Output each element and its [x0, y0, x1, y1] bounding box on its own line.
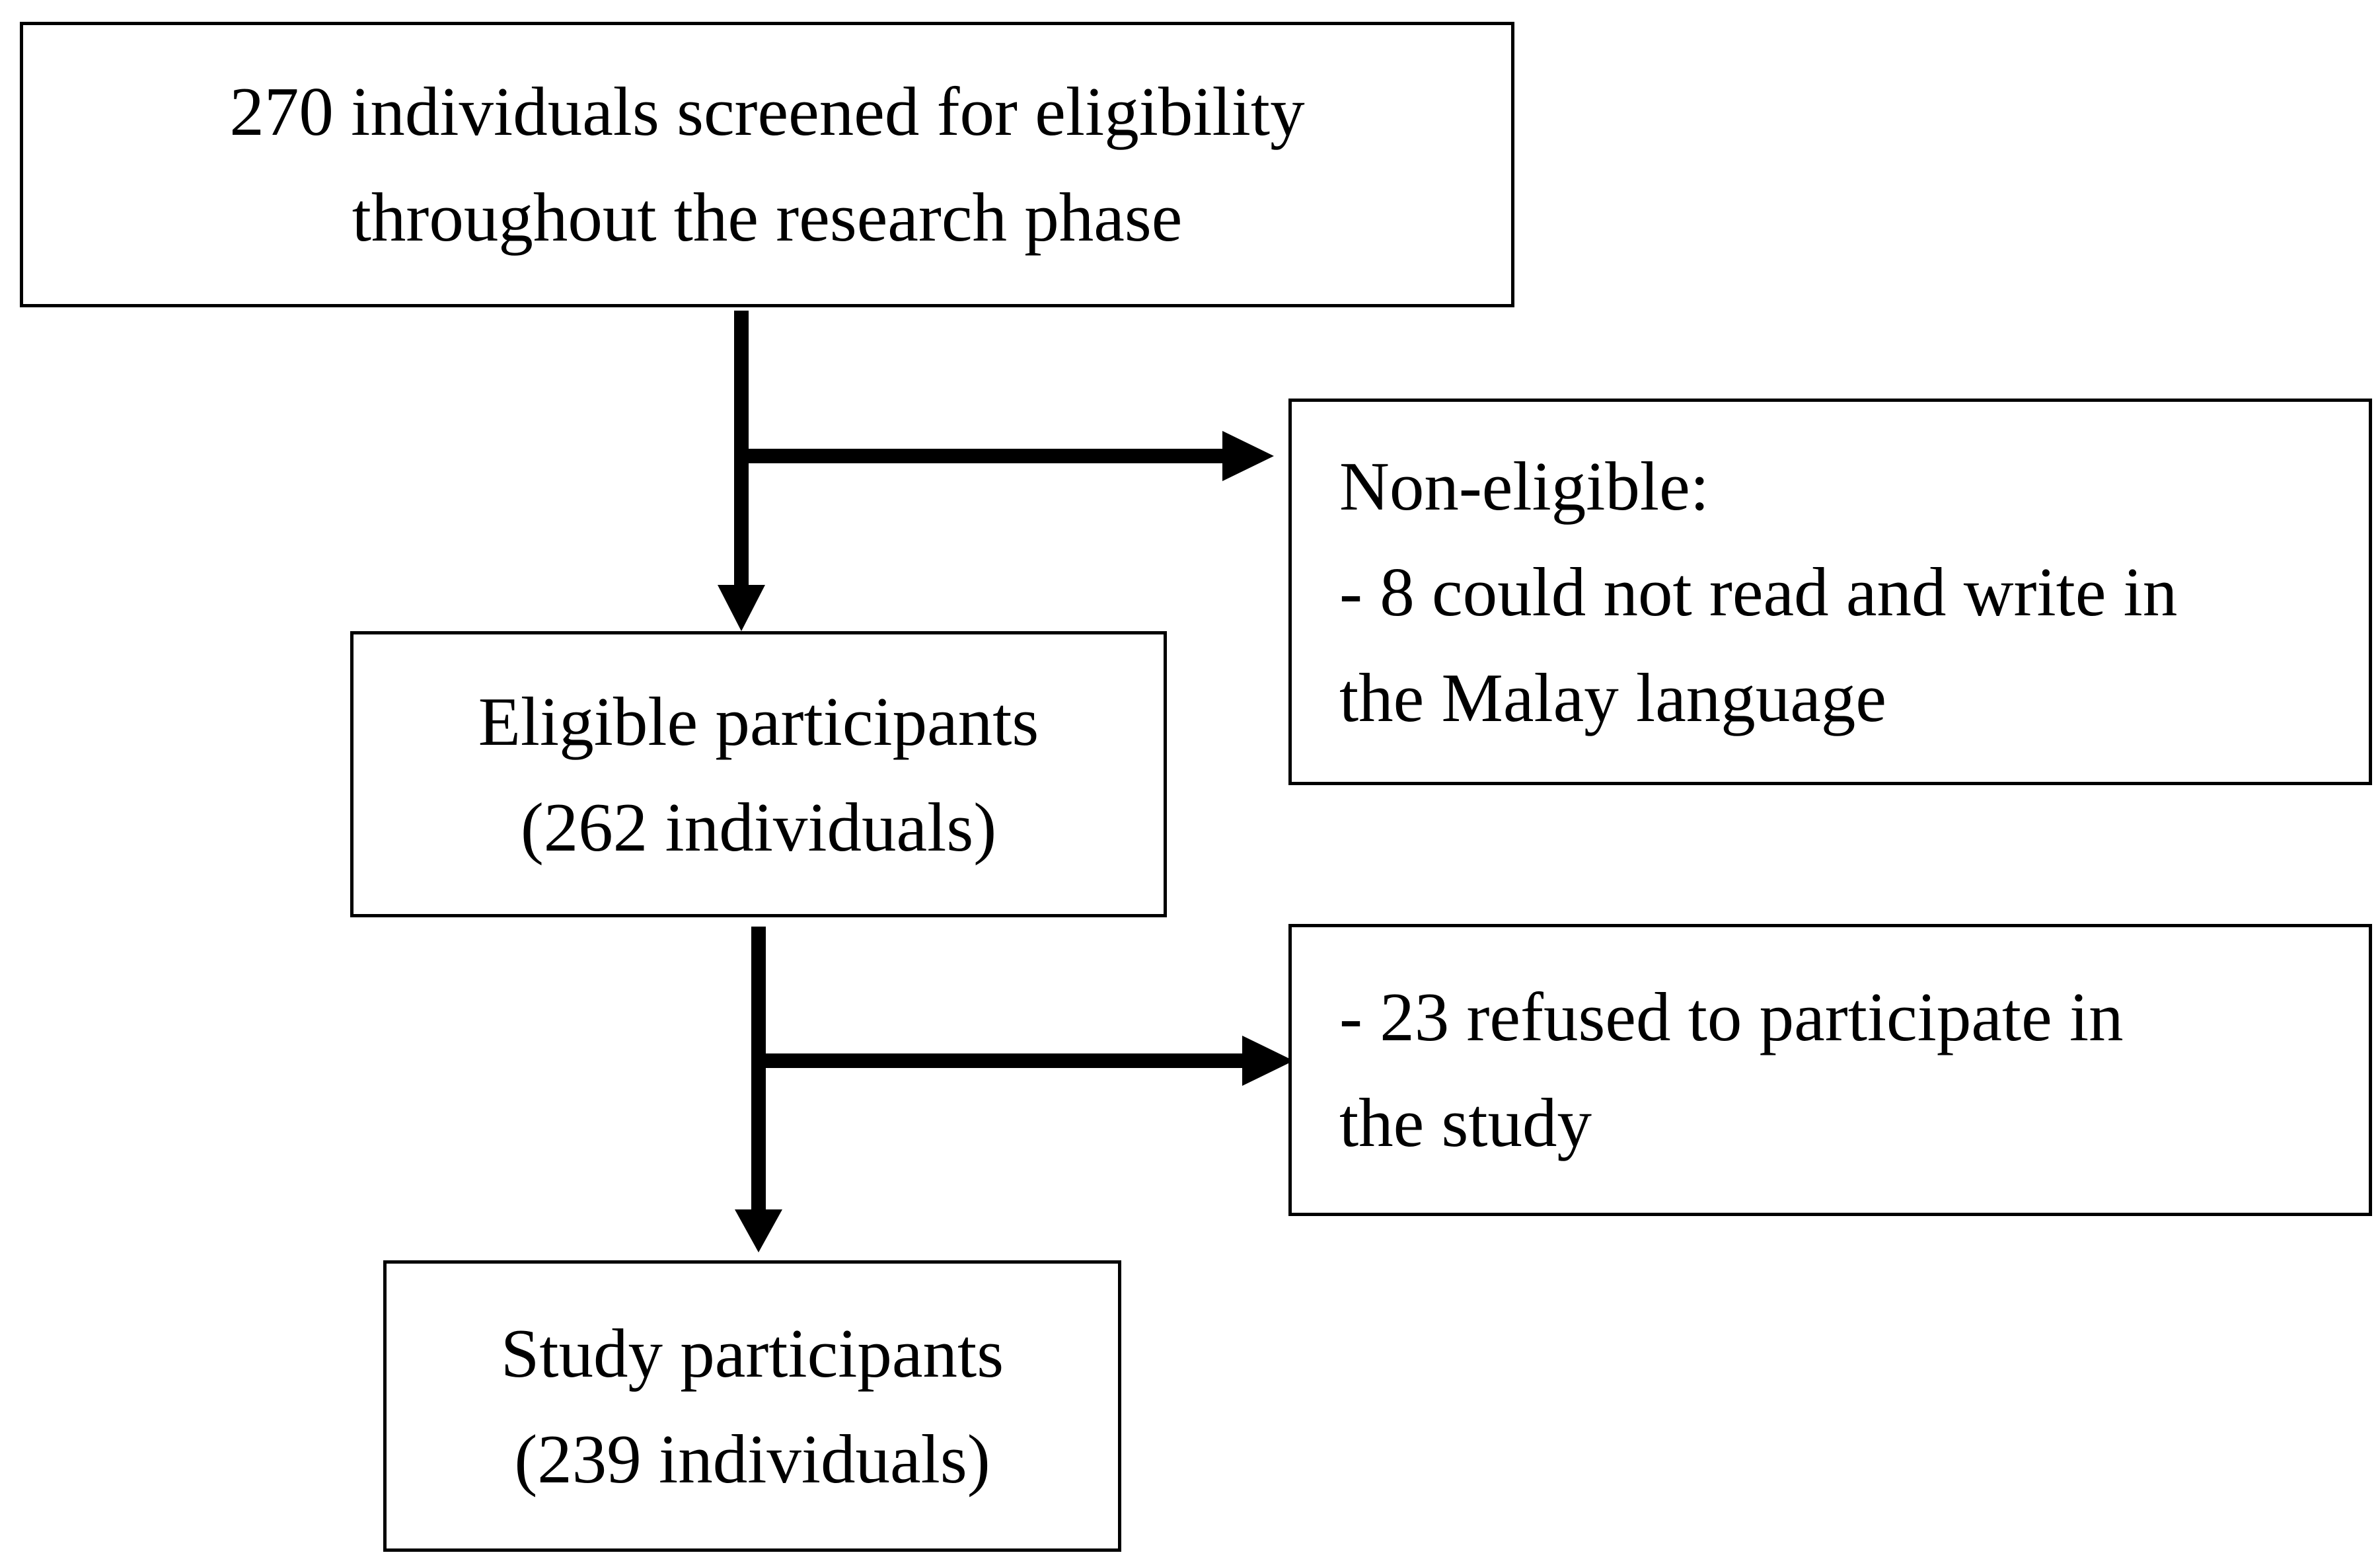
- arrowhead-study: [735, 1209, 782, 1252]
- eligible-box: Eligible participants (262 individuals): [350, 631, 1167, 917]
- eligible-line-1: Eligible participants: [478, 682, 1039, 760]
- screened-box: 270 individuals screened for eligibility…: [20, 22, 1514, 307]
- non-eligible-line-2: the Malay language: [1339, 658, 1887, 736]
- arrowhead-refused: [1242, 1036, 1294, 1086]
- non-eligible-line-1: - 8 could not read and write in: [1339, 553, 2178, 630]
- arrowhead-non-eligible: [1222, 431, 1274, 481]
- refused-box: - 23 refused to participate in the study: [1288, 924, 2372, 1216]
- screened-line-2: throughout the research phase: [352, 178, 1183, 256]
- eligible-line-2: (262 individuals): [520, 788, 997, 866]
- non-eligible-box: Non-eligible: - 8 could not read and wri…: [1288, 399, 2372, 785]
- study-line-1: Study participants: [500, 1314, 1004, 1392]
- study-line-2: (239 individuals): [514, 1420, 990, 1498]
- study-box: Study participants (239 individuals): [383, 1260, 1121, 1552]
- refused-line-2: the study: [1339, 1084, 1592, 1161]
- screened-line-1: 270 individuals screened for eligibility: [229, 73, 1305, 150]
- refused-line-1: - 23 refused to participate in: [1339, 978, 2124, 1055]
- non-eligible-heading: Non-eligible:: [1339, 447, 1709, 525]
- arrowhead-eligible: [718, 585, 765, 631]
